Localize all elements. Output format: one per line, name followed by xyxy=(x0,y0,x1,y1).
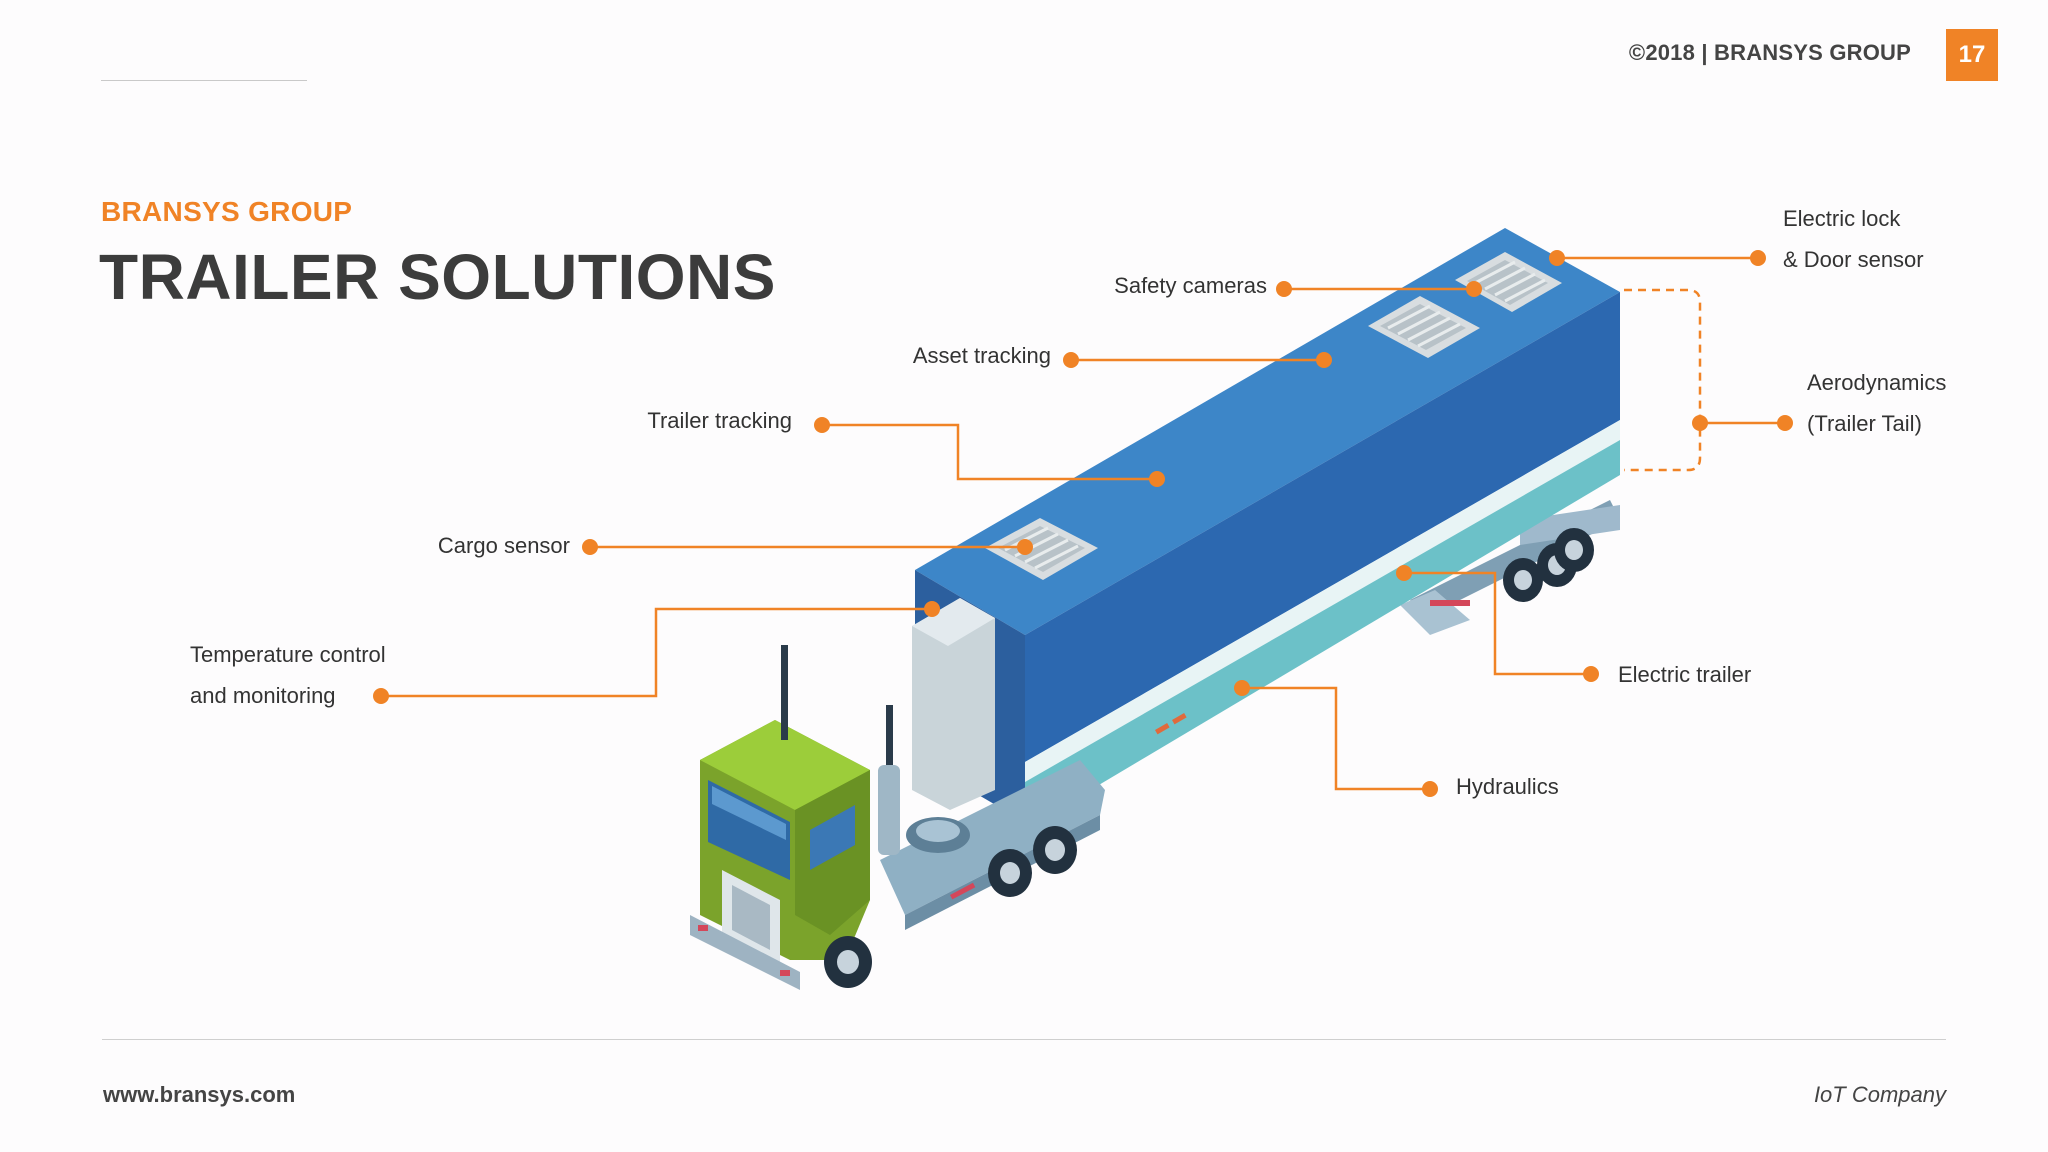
roof-vent xyxy=(1455,252,1562,312)
label-temperature: Temperature control and monitoring xyxy=(190,634,386,716)
label-electric-trailer: Electric trailer xyxy=(1618,662,1752,687)
callout-leaders xyxy=(381,256,1785,791)
label-hydraulics: Hydraulics xyxy=(1456,774,1559,799)
label-temperature-line1: Temperature control xyxy=(190,642,386,667)
label-aerodynamics-line1: Aerodynamics xyxy=(1807,370,1947,395)
label-electric-lock-line1: Electric lock xyxy=(1783,206,1901,231)
brand-subtitle: BRANSYS GROUP xyxy=(101,196,353,227)
bottom-divider xyxy=(102,1039,1946,1040)
label-electric-lock-line2: & Door sensor xyxy=(1783,247,1924,272)
label-temperature-line2: and monitoring xyxy=(190,683,336,708)
footer-website: www.bransys.com xyxy=(103,1082,296,1107)
rear-undercarriage xyxy=(1400,500,1620,635)
truck xyxy=(690,645,1105,990)
slide-title: TRAILER SOLUTIONS xyxy=(99,241,776,313)
label-cargo-sensor: Cargo sensor xyxy=(437,533,570,558)
copyright-text: ©2018 | BRANSYS GROUP xyxy=(1628,40,1911,65)
label-aerodynamics-line2: (Trailer Tail) xyxy=(1807,411,1922,436)
trailer-tail-bracket xyxy=(1624,288,1702,472)
footer-tagline: IoT Company xyxy=(1813,1082,1946,1107)
label-electric-lock: Electric lock & Door sensor xyxy=(1783,198,1924,280)
label-aerodynamics: Aerodynamics (Trailer Tail) xyxy=(1807,362,1946,444)
top-divider xyxy=(101,80,307,81)
label-safety-cameras: Safety cameras xyxy=(1114,273,1267,298)
page-number-badge: 17 xyxy=(1946,29,1998,81)
trailer-body xyxy=(912,228,1620,822)
label-trailer-tracking: Trailer tracking xyxy=(647,408,792,433)
callout-dots xyxy=(373,250,1793,797)
roof-vent xyxy=(1368,296,1480,358)
rear-wheel xyxy=(1503,528,1594,602)
label-asset-tracking: Asset tracking xyxy=(912,343,1051,368)
